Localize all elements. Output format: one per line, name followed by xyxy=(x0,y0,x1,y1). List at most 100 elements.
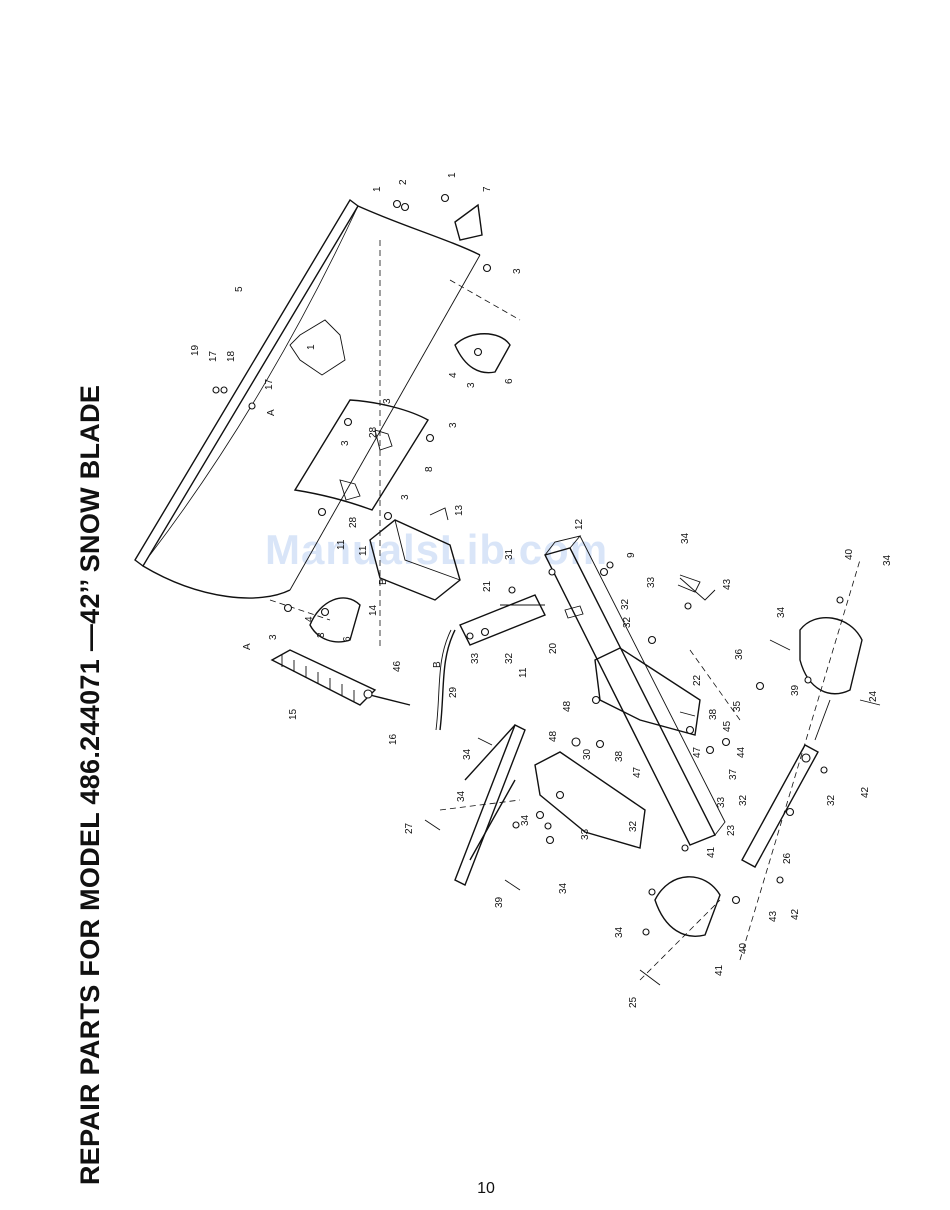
callout-label: 36 xyxy=(734,648,745,660)
callout-label: 39 xyxy=(494,896,505,908)
callout-label: 41 xyxy=(714,964,725,976)
callout-label: 3 xyxy=(448,422,459,428)
callout-label: 43 xyxy=(768,910,779,922)
callout-label: 6 xyxy=(504,378,515,384)
callout-label: 20 xyxy=(548,642,559,654)
callout-label: 17 xyxy=(208,350,219,362)
callout-label: 32 xyxy=(620,598,631,610)
callout-label: 27 xyxy=(404,822,415,834)
callout-label: 3 xyxy=(466,382,477,388)
bracket-plate-upper xyxy=(594,647,701,736)
callout-label: 1 xyxy=(447,172,458,178)
callout-label: 46 xyxy=(392,660,403,672)
callout-label: 25 xyxy=(628,996,639,1008)
push-frame xyxy=(454,724,526,886)
callout-label: 33 xyxy=(580,828,591,840)
callout-label: 18 xyxy=(226,350,237,362)
callout-label: 3 xyxy=(268,634,279,640)
main-frame-tube xyxy=(543,535,726,846)
callout-label: 3 xyxy=(316,632,327,638)
spring xyxy=(270,649,377,706)
callout-label: 32 xyxy=(826,794,837,806)
callout-label: 3 xyxy=(400,494,411,500)
callout-label: 23 xyxy=(726,824,737,836)
callout-label: 34 xyxy=(456,790,467,802)
pivot-bracket-lower xyxy=(309,597,361,643)
callout-label: 34 xyxy=(882,554,893,566)
callout-label: 42 xyxy=(790,908,801,920)
callout-label: 47 xyxy=(632,766,643,778)
callout-label: 30 xyxy=(582,748,593,760)
callout-label: 4 xyxy=(304,616,315,622)
callout-label: 34 xyxy=(680,532,691,544)
callout-label: 33 xyxy=(470,652,481,664)
callout-label: 24 xyxy=(868,690,879,702)
callout-label: 5 xyxy=(234,286,245,292)
callout-label: 3 xyxy=(382,398,393,404)
callout-label: 34 xyxy=(558,882,569,894)
callout-label: 39 xyxy=(790,684,801,696)
callout-label: 2 xyxy=(398,179,409,185)
callout-label: 32 xyxy=(622,616,633,628)
callout-label: 35 xyxy=(732,700,743,712)
callout-label: 33 xyxy=(646,576,657,588)
callout-label: 32 xyxy=(738,794,749,806)
callout-label: 16 xyxy=(388,733,399,745)
arm-bar xyxy=(459,594,546,646)
callout-label: 11 xyxy=(336,539,347,550)
callout-labels: 1 2 1 7 3 5 19 17 18 17 A 1 4 3 6 3 28 3… xyxy=(190,172,893,1008)
callout-label: 34 xyxy=(614,926,625,938)
blade-support-plate xyxy=(293,399,429,511)
callout-label: 45 xyxy=(722,720,733,732)
callout-label: 37 xyxy=(728,768,739,780)
callout-label: 33 xyxy=(716,796,727,808)
callout-label: 8 xyxy=(424,466,435,472)
callout-label: 31 xyxy=(504,548,515,560)
callout-label: 7 xyxy=(482,186,493,192)
callout-label: 9 xyxy=(626,552,637,558)
callout-label: 28 xyxy=(368,426,379,438)
callout-label: B xyxy=(432,661,443,668)
callout-label: 1 xyxy=(306,344,317,350)
callout-label: 14 xyxy=(368,604,379,616)
callout-label: A xyxy=(242,643,253,650)
callout-label: 11 xyxy=(358,545,369,556)
callout-label: A xyxy=(266,409,277,416)
snow-blade xyxy=(134,198,481,599)
cable xyxy=(435,629,456,731)
callout-label: 28 xyxy=(348,516,359,528)
callout-label: 40 xyxy=(844,548,855,560)
callout-label: 48 xyxy=(548,730,559,742)
callout-label: 32 xyxy=(504,652,515,664)
callout-label: B xyxy=(378,578,389,585)
callout-label: 19 xyxy=(190,344,201,356)
callout-label: 43 xyxy=(722,578,733,590)
callout-label: 3 xyxy=(512,268,523,274)
callout-label: 13 xyxy=(454,504,465,516)
callout-label: 22 xyxy=(692,674,703,686)
callout-label: 17 xyxy=(264,378,275,390)
bracket-plate-lower xyxy=(534,751,646,849)
callout-label: 11 xyxy=(518,667,529,678)
callout-label: 32 xyxy=(628,820,639,832)
page-number: 10 xyxy=(477,1180,495,1197)
hardware xyxy=(212,193,881,986)
callout-label: 41 xyxy=(706,846,717,858)
callout-label: 47 xyxy=(692,746,703,758)
callout-label: 48 xyxy=(562,700,573,712)
callout-label: 15 xyxy=(288,708,299,720)
callout-label: 34 xyxy=(462,748,473,760)
callout-label: 44 xyxy=(736,746,747,758)
callout-label: 40 xyxy=(738,942,749,954)
callout-label: 26 xyxy=(782,852,793,864)
callout-label: 4 xyxy=(448,372,459,378)
callout-label: 21 xyxy=(482,580,493,592)
alignment-lines xyxy=(269,240,861,981)
callout-label: 6 xyxy=(342,636,353,642)
callout-label: 34 xyxy=(776,606,787,618)
callout-label: 38 xyxy=(708,708,719,720)
callout-label: 29 xyxy=(448,686,459,698)
blade-mount-frame xyxy=(369,507,461,601)
